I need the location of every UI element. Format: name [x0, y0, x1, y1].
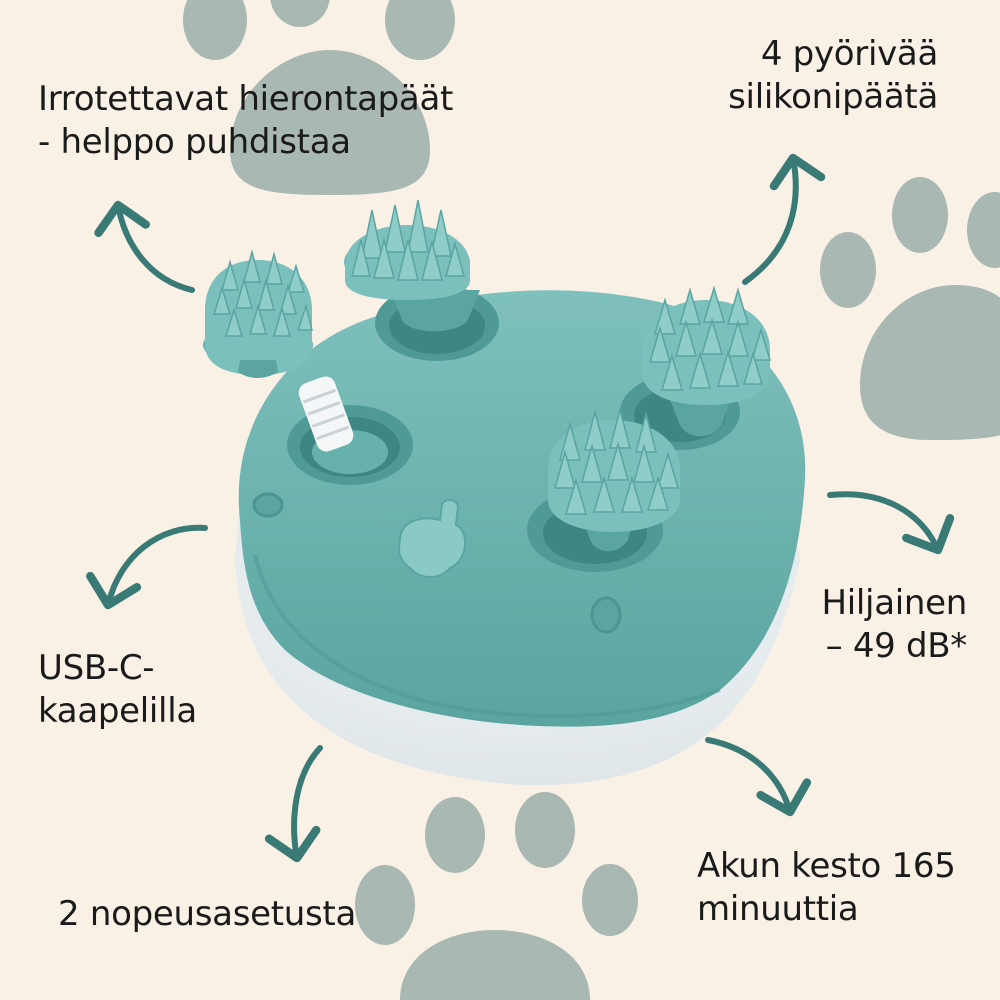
feature-label-line: 4 pyörivää — [760, 34, 938, 74]
feature-label-speeds: 2 nopeusasetusta — [58, 893, 356, 936]
curved-arrow-icon — [86, 153, 955, 863]
lock-icon — [398, 498, 466, 578]
massage-head-spikes — [351, 199, 465, 281]
massage-head-spikes — [648, 285, 772, 391]
feature-label-line: kaapelilla — [38, 691, 197, 731]
feature-label-rotating-heads: 4 pyörivää silikonipäätä — [728, 33, 938, 119]
feature-label-line: - helppo puhdistaa — [38, 122, 351, 162]
feature-label-line: Hiljainen — [821, 583, 967, 623]
paw-print-icon — [183, 0, 455, 195]
massage-head-spikes — [554, 407, 680, 515]
feature-label-line: Irrotettavat hierontapäät — [38, 79, 454, 119]
feature-label-quiet: Hiljainen – 49 dB* — [821, 582, 967, 668]
feature-label-line: 2 nopeusasetusta — [58, 894, 356, 934]
feature-label-detachable-heads: Irrotettavat hierontapäät - helppo puhdi… — [38, 78, 453, 164]
massage-head-spikes — [212, 249, 313, 337]
feature-label-line: USB-C- — [38, 648, 155, 688]
paw-print-icon — [820, 177, 1000, 440]
feature-label-line: minuuttia — [697, 889, 859, 929]
feature-label-line: silikonipäätä — [728, 77, 938, 117]
feature-label-line: Akun kesto 165 — [697, 846, 956, 886]
feature-label-usb-c: USB-C- kaapelilla — [38, 647, 197, 733]
feature-label-line: – 49 dB* — [825, 626, 968, 666]
spindle — [298, 376, 354, 452]
socket — [287, 405, 413, 485]
feature-label-battery: Akun kesto 165 minuuttia — [697, 845, 956, 931]
paw-print-icon — [355, 792, 638, 1000]
